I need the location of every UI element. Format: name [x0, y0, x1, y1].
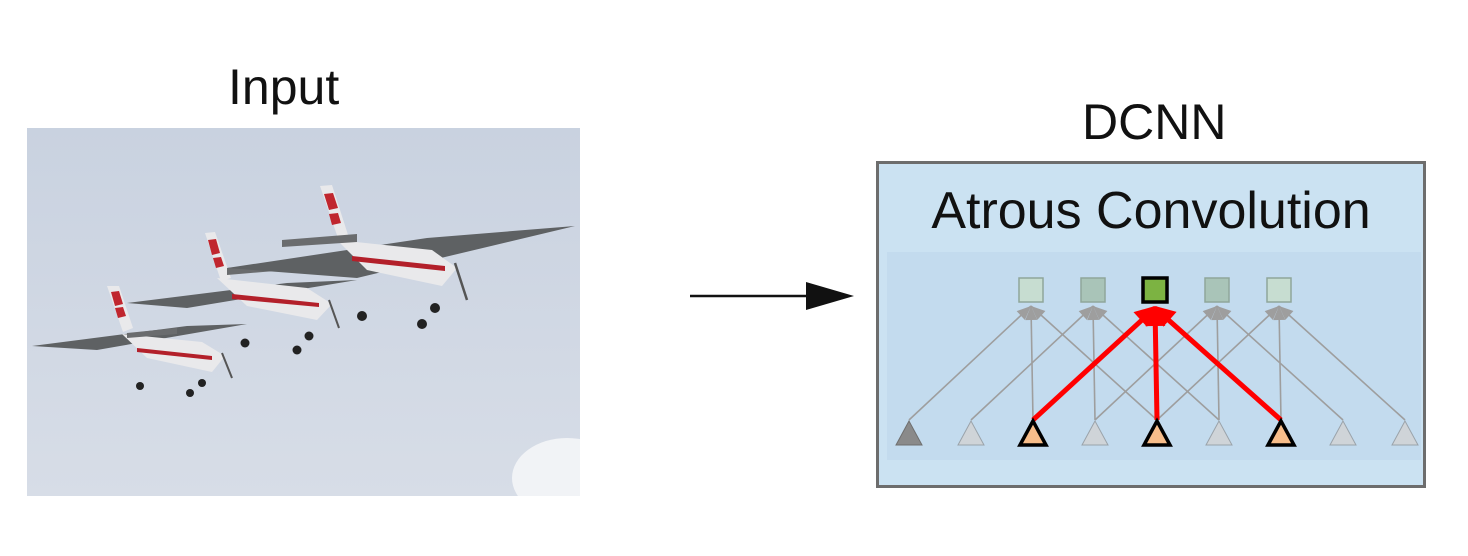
output-node — [1204, 277, 1230, 303]
edge-arrowhead — [1031, 306, 1046, 320]
airplane-2 — [127, 232, 357, 355]
edge-arrowhead — [1273, 306, 1286, 321]
dcnn-title: DCNN — [1082, 94, 1227, 150]
output-node — [1080, 277, 1106, 303]
edge-arrowhead — [1264, 306, 1279, 320]
input-node — [1205, 419, 1233, 446]
edge-arrowhead — [1016, 306, 1031, 320]
edge-active — [1031, 306, 1157, 422]
flow-arrow — [690, 282, 854, 310]
input-node — [1391, 419, 1419, 446]
edge-arrowhead — [1025, 306, 1038, 321]
edge-inactive — [970, 305, 1094, 421]
edge-arrowhead — [1087, 306, 1100, 321]
edge-arrowhead — [1078, 306, 1093, 320]
edge-active-arrowhead — [1155, 306, 1177, 327]
input-node — [1329, 419, 1357, 446]
cloud — [512, 438, 580, 496]
input-node — [895, 419, 923, 446]
edge-inactive — [1278, 305, 1282, 421]
edge-active-arrowhead — [1145, 306, 1166, 327]
input-node — [957, 419, 985, 446]
output-node — [1018, 277, 1044, 303]
input-node — [1081, 419, 1109, 446]
edge-arrowhead — [1217, 306, 1232, 320]
atrous-diagram — [887, 252, 1421, 460]
edge-arrowhead — [1093, 306, 1108, 320]
input-node-active — [1141, 417, 1173, 447]
input-node-active — [1017, 417, 1049, 447]
edge-active — [1153, 306, 1283, 422]
airplanes-photo — [27, 128, 580, 496]
airplane-3 — [227, 185, 575, 329]
edge-arrowhead — [1211, 306, 1224, 321]
edge-arrowhead — [1202, 306, 1217, 320]
output-node — [1266, 277, 1292, 303]
edge-active-arrowhead — [1133, 306, 1155, 327]
edge-inactive — [908, 305, 1032, 421]
edge-inactive — [1278, 305, 1406, 421]
input-node-active — [1265, 417, 1297, 447]
output-node-active — [1141, 276, 1169, 304]
edge-active — [1152, 307, 1160, 421]
input-title: Input — [228, 59, 340, 115]
edge-arrowhead — [1279, 306, 1294, 320]
dcnn-box: Atrous Convolution — [876, 161, 1426, 488]
atrous-convolution-title: Atrous Convolution — [931, 182, 1371, 240]
airplane-1 — [32, 286, 247, 397]
